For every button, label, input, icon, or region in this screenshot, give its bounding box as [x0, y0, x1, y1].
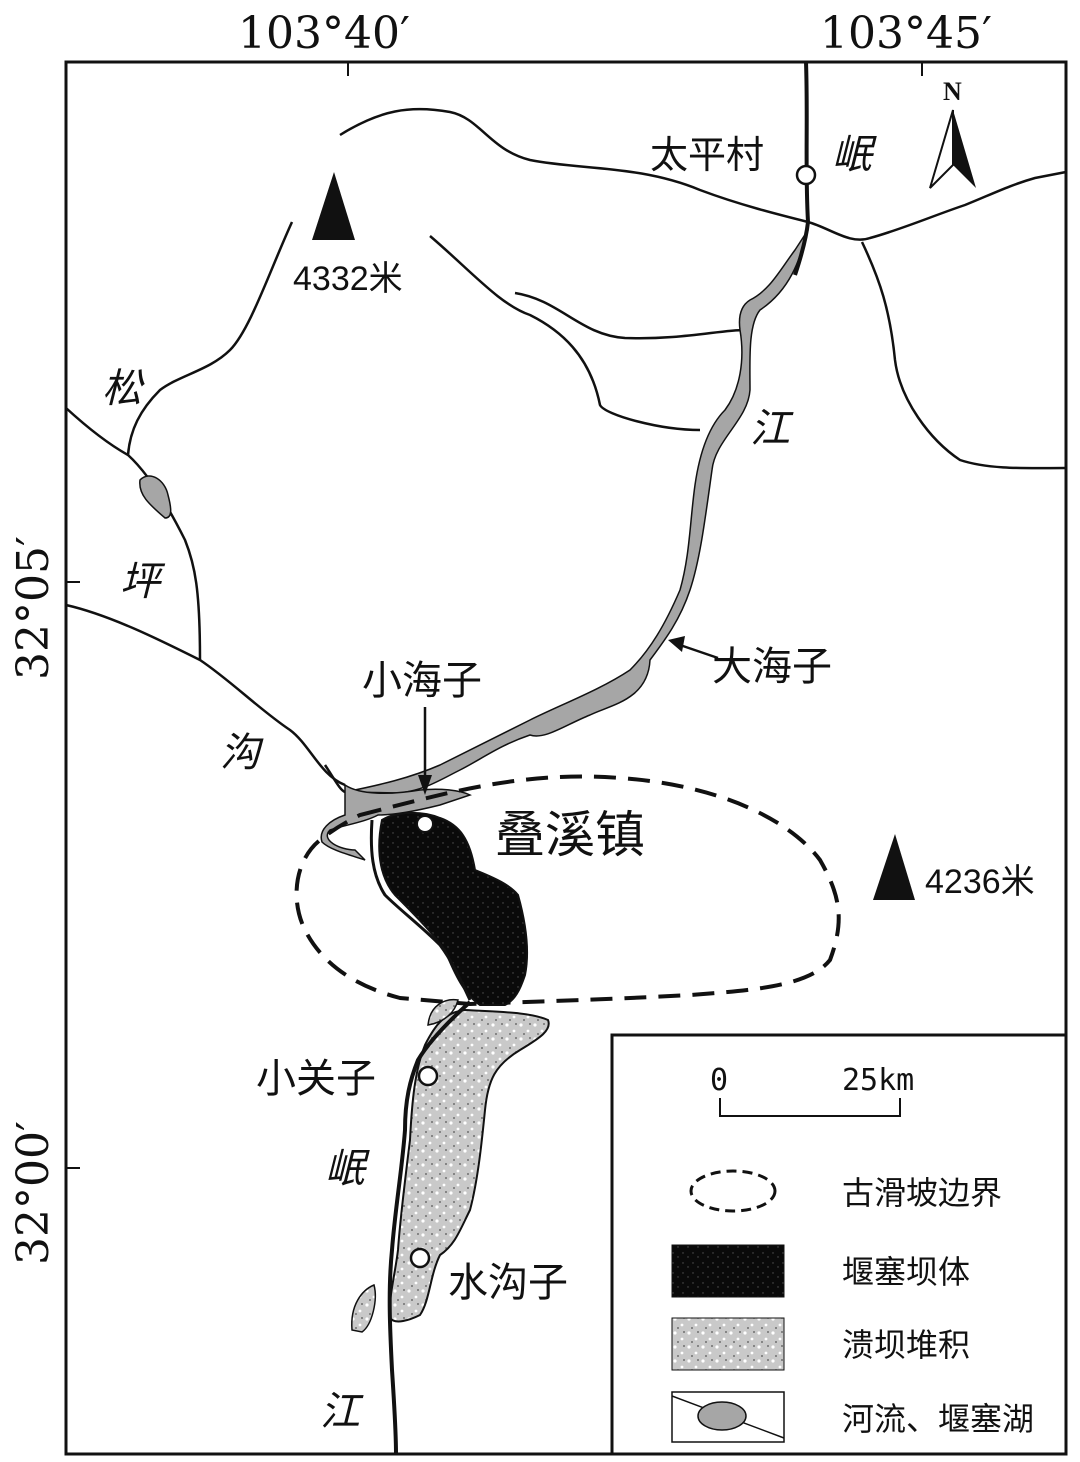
legend-debris-icon	[671, 1317, 785, 1371]
xiaohaizi-label: 小海子	[362, 658, 482, 704]
legend-dam-icon	[671, 1244, 785, 1298]
legend: 0 25km 古滑坡边界 堰塞坝体 溃坝堆积 河流、堰塞湖	[610, 1033, 1068, 1456]
debris-small-sw	[351, 1283, 376, 1333]
legend-dam-label: 堰塞坝体	[842, 1253, 970, 1291]
peak-e-label: 4236米	[925, 863, 1035, 901]
peak-nw-label: 4332米	[293, 260, 403, 298]
shuigouzi-label: 水沟子	[448, 1260, 568, 1306]
taiping-marker	[795, 164, 817, 186]
min-river-south	[387, 1000, 472, 1455]
legend-lake-icon	[697, 1401, 747, 1431]
xiaohaizi-arrowhead	[418, 775, 432, 795]
xiaoguanzi-marker	[417, 1065, 439, 1087]
legend-boundary-icon	[689, 1169, 777, 1213]
dahaizi-lake	[344, 229, 809, 794]
river-jiang-mid: 江	[750, 406, 794, 452]
scale-bar	[719, 1098, 901, 1117]
lat-label-top: 32°05′	[8, 536, 59, 680]
peak-nw-icon	[312, 172, 355, 240]
dam-body	[378, 812, 529, 1006]
river-gou: 沟	[220, 730, 264, 776]
xiaohaizi-lake	[320, 783, 472, 861]
river-min-top: 岷	[832, 132, 877, 178]
scale-end-label: 25km	[842, 1063, 914, 1098]
xiaoguanzi-label: 小关子	[256, 1056, 376, 1102]
dahaizi-arrowhead	[668, 636, 685, 652]
terrain-lines	[65, 107, 1067, 787]
river-song: 松	[102, 366, 145, 412]
legend-river-label: 河流、堰塞湖	[842, 1400, 1034, 1438]
river-ping: 坪	[120, 559, 166, 605]
diexi-label: 叠溪镇	[495, 806, 645, 864]
north-label: N	[943, 77, 962, 106]
lon-label-left: 103°40′	[238, 8, 410, 59]
taiping-label: 太平村	[650, 133, 764, 177]
legend-boundary-label: 古滑坡边界	[842, 1174, 1002, 1212]
ancient-landslide-boundary	[294, 774, 841, 1007]
legend-debris-label: 溃坝堆积	[842, 1326, 970, 1364]
map-frame	[64, 60, 1068, 1456]
peak-e-icon	[873, 834, 915, 900]
min-river-confluence	[323, 764, 346, 794]
lat-label-bottom: 32°00′	[8, 1121, 59, 1265]
min-river-north	[793, 61, 811, 276]
lon-label-right: 103°45′	[820, 8, 992, 59]
river-min-bottom: 岷	[325, 1146, 370, 1192]
min-river-dam	[369, 819, 472, 1001]
north-arrow-icon	[929, 109, 976, 189]
shuigouzi-marker	[409, 1247, 431, 1269]
songping-lake	[139, 475, 172, 519]
river-jiang-bottom: 江	[320, 1389, 364, 1435]
debris-small-n	[427, 998, 459, 1026]
dahaizi-arrow	[679, 643, 719, 660]
scale-zero-label: 0	[710, 1063, 728, 1098]
dam-break-debris	[388, 1008, 550, 1323]
dahaizi-label: 大海子	[712, 644, 832, 690]
diexi-marker	[416, 815, 434, 833]
